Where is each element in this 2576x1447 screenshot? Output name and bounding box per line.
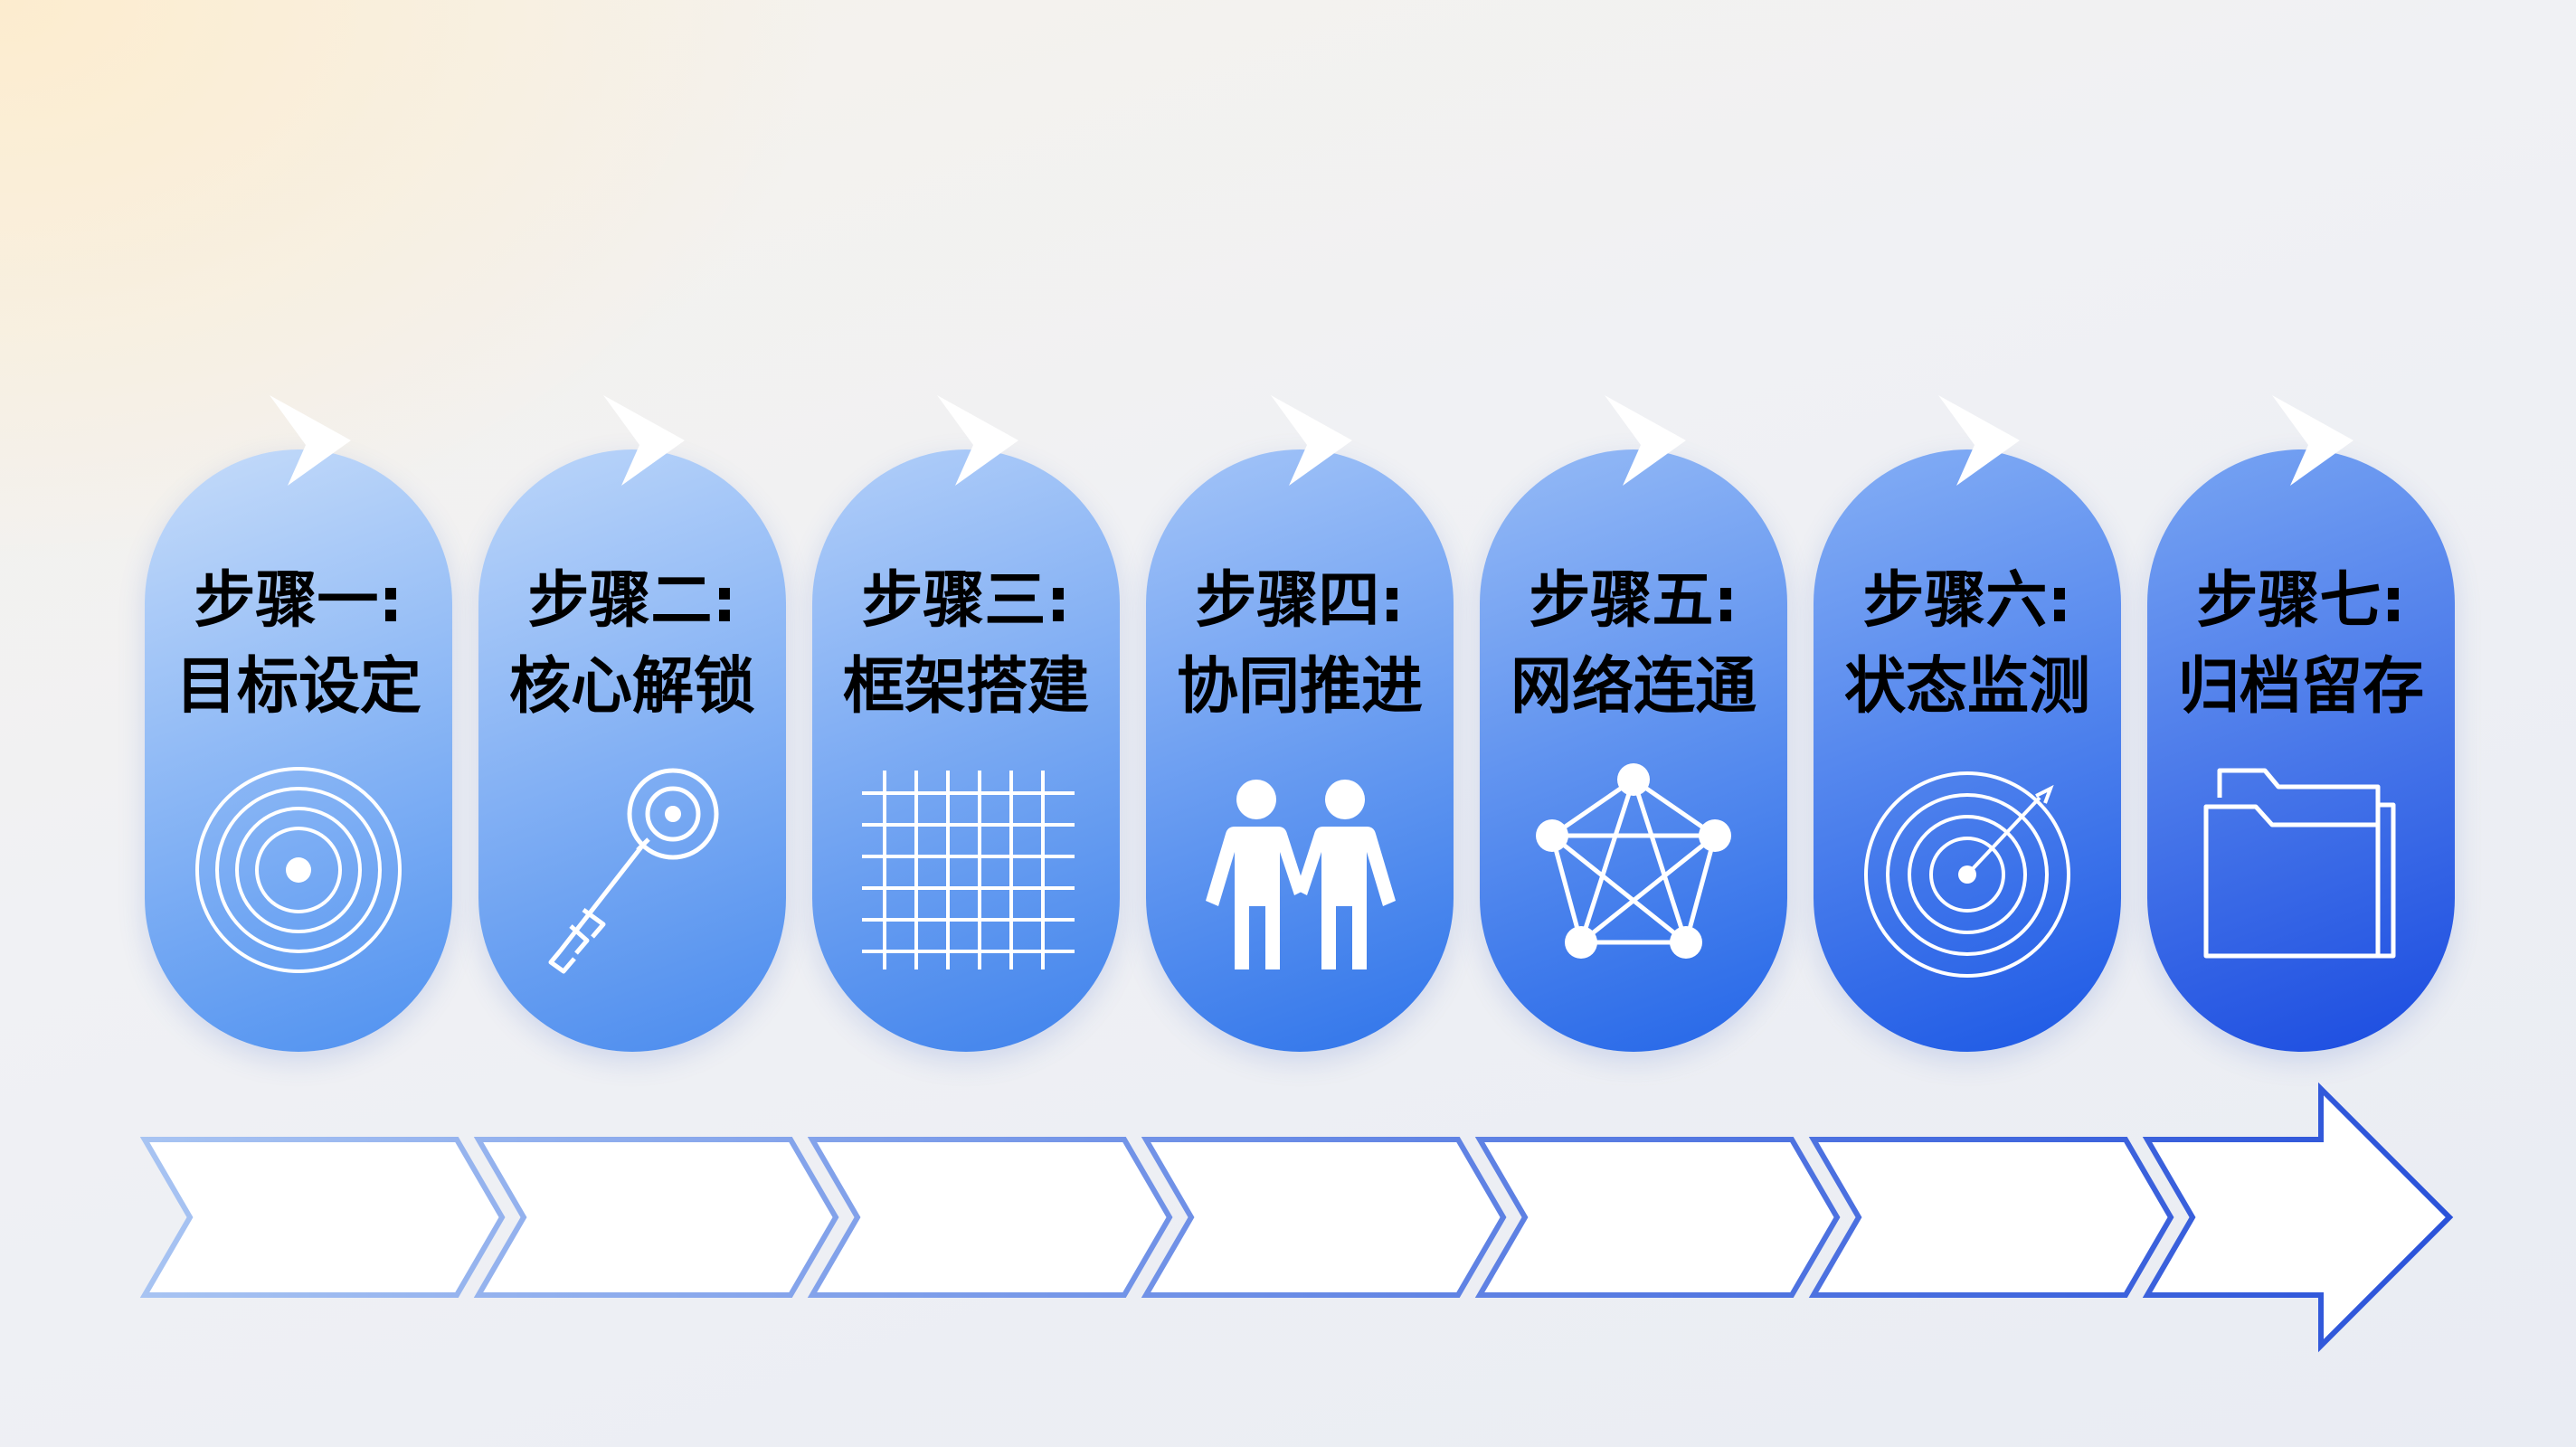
notch-arrow-icon [937,395,1018,486]
network-icon [1536,763,1731,959]
step-name: 核心解锁 [508,651,755,723]
chevron-3 [807,1137,1173,1298]
chevron-4 [1141,1137,1507,1298]
step-title: 步骤一: 目标设定 [145,558,452,730]
step-name: 框架搭建 [842,651,1089,723]
step-name: 归档留存 [2177,651,2424,723]
step-card-5: 步骤五: 网络连通 [1480,395,1787,1052]
step-name: 协同推进 [1176,651,1423,723]
step-label: 步骤五: [1529,565,1738,637]
step-title: 步骤三: 框架搭建 [812,558,1120,730]
chevron-1 [139,1137,506,1298]
step-label: 步骤一: [194,565,403,637]
step-card-7: 步骤七: 归档留存 [2147,395,2455,1052]
step-title: 步骤二: 核心解锁 [478,558,786,730]
grid-icon [862,771,1075,969]
step-name: 状态监测 [1843,651,2090,723]
step-label: 步骤三: [861,565,1071,637]
final-arrow [2142,1082,2454,1353]
step-title: 步骤七: 归档留存 [2147,558,2455,730]
step-card-2: 步骤二: 核心解锁 [478,395,786,1052]
notch-arrow-icon [603,395,685,486]
notch-arrow-icon [1271,395,1352,486]
step-label: 步骤二: [527,565,737,637]
chevron-6 [1808,1137,2174,1298]
step-title: 步骤五: 网络连通 [1480,558,1787,730]
notch-arrow-icon [1605,395,1686,486]
step-card-1: 步骤一: 目标设定 [145,395,452,1052]
radar-icon [1864,771,2070,978]
chevron-2 [473,1137,839,1298]
people-icon [1206,780,1396,969]
step-name: 目标设定 [175,651,421,723]
notch-arrow-icon [2272,395,2353,486]
key-icon [548,768,719,974]
step-title: 步骤六: 状态监测 [1814,558,2121,730]
step-title: 步骤四: 协同推进 [1146,558,1454,730]
step-label: 步骤四: [1195,565,1405,637]
notch-arrow-icon [1938,395,2020,486]
step-card-3: 步骤三: 框架搭建 [812,395,1120,1052]
step-label: 步骤六: [1862,565,2072,637]
target-icon [195,767,402,973]
notch-arrow-icon [270,395,351,486]
folder-icon [2203,768,2396,959]
step-name: 网络连通 [1510,651,1757,723]
chevron-5 [1474,1137,1841,1298]
step-label: 步骤七: [2196,565,2406,637]
step-card-4: 步骤四: 协同推进 [1146,395,1454,1052]
step-card-6: 步骤六: 状态监测 [1814,395,2121,1052]
